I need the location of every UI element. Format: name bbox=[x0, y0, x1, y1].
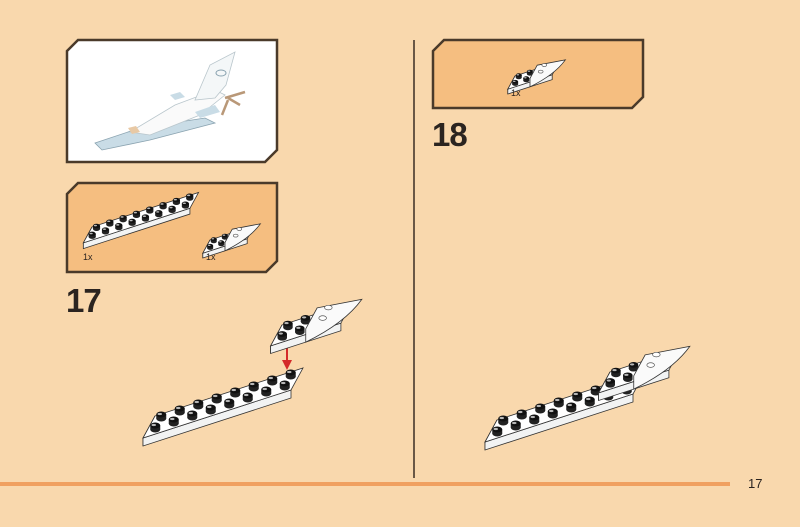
plate-2x8-part bbox=[82, 191, 200, 250]
curved-slope-step18 bbox=[597, 345, 691, 402]
plate-2x8-step17 bbox=[142, 367, 304, 447]
curved-slope-step17 bbox=[269, 298, 363, 355]
part-qty: 1x bbox=[83, 252, 93, 262]
curved-slope-part bbox=[506, 59, 567, 95]
airplane-model-preview bbox=[94, 51, 246, 151]
step-number: 17 bbox=[66, 282, 102, 319]
part-qty: 1x bbox=[206, 252, 216, 262]
part-qty: 1x bbox=[511, 88, 521, 98]
step-number: 18 bbox=[432, 116, 468, 153]
curved-slope-part bbox=[201, 223, 262, 259]
page-number: 17 bbox=[748, 476, 763, 491]
